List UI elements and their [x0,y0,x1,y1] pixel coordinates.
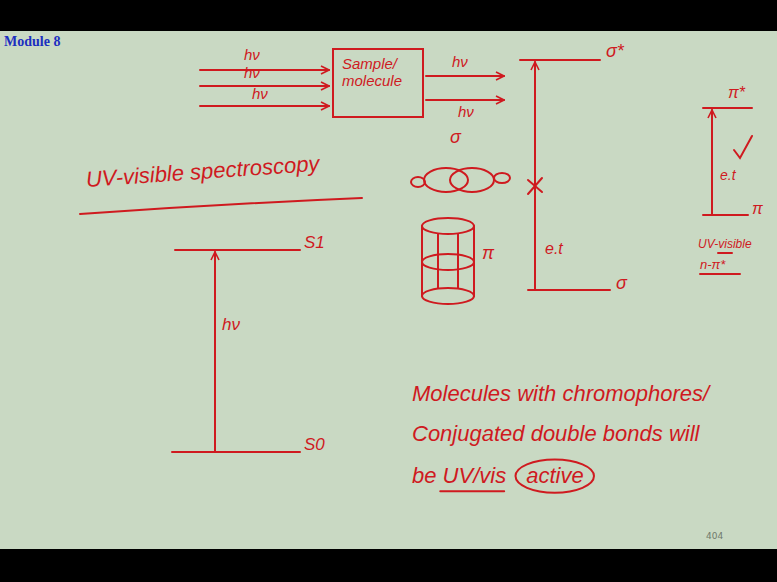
s1-level [175,249,300,251]
photon-label: hν [244,65,260,82]
pi-orbital [422,288,474,304]
note: be UV/vis [412,464,506,488]
sigma-orbital [494,173,510,183]
heading-underline [80,198,362,214]
photon-arrow [426,99,504,101]
transition-arrow [534,62,536,290]
orbital-label: σ [450,128,461,148]
orbital-label: σ* [606,42,624,62]
check-mark [734,136,752,158]
node-text: active [526,464,583,488]
pi-orbital [421,226,423,296]
underline [718,252,732,254]
top-bar [0,0,777,31]
state-label: S1 [304,234,325,253]
photon-label: hν [452,54,468,71]
sample-box: Sample/ molecule [332,48,424,118]
sigma-level [528,289,610,291]
cross-mark [528,178,542,194]
photon-arrow [200,105,329,107]
underline [440,490,504,492]
photon-label: hν [458,104,474,121]
photon-label: hν [222,316,240,335]
page-number: 404 [706,532,723,542]
note: Molecules with chromophores/ [412,382,709,406]
s0-level [172,451,300,453]
pi-orbital [422,254,474,270]
sigma-orbital [450,168,494,192]
sigma-orbital [411,177,425,187]
pi-orbital [437,234,439,288]
orbital-label: σ [616,274,627,294]
state-label: S0 [304,436,325,455]
pi-star-level [703,107,752,109]
underline [700,273,740,275]
transition-label: n-π* [700,258,725,272]
sigma-star-level [520,59,600,61]
bottom-bar [0,549,777,582]
module-title: Module 8 [4,34,60,50]
circled-word: active [514,458,595,494]
pi-orbital [422,218,474,234]
node-text: Sample/ molecule [342,56,414,89]
sigma-orbital [424,168,468,192]
heading: UV-visible spectroscopy [85,152,320,192]
transition-label: e.t [545,240,563,258]
orbital-label: π [752,200,763,218]
photon-label: hν [252,86,268,103]
pi-orbital [457,234,459,288]
photon-arrow [200,69,329,71]
note: UV-visible [698,238,752,251]
photon-arrow [426,75,504,77]
absorption-arrow [214,252,216,452]
transition-arrow [711,110,713,215]
note: Conjugated double bonds will [412,422,699,446]
transition-label: e.t [720,168,736,183]
orbital-label: π* [728,84,745,102]
orbital-label: π [482,244,494,264]
pi-level [703,214,748,216]
photon-label: hν [244,47,260,64]
pi-orbital [473,226,475,296]
